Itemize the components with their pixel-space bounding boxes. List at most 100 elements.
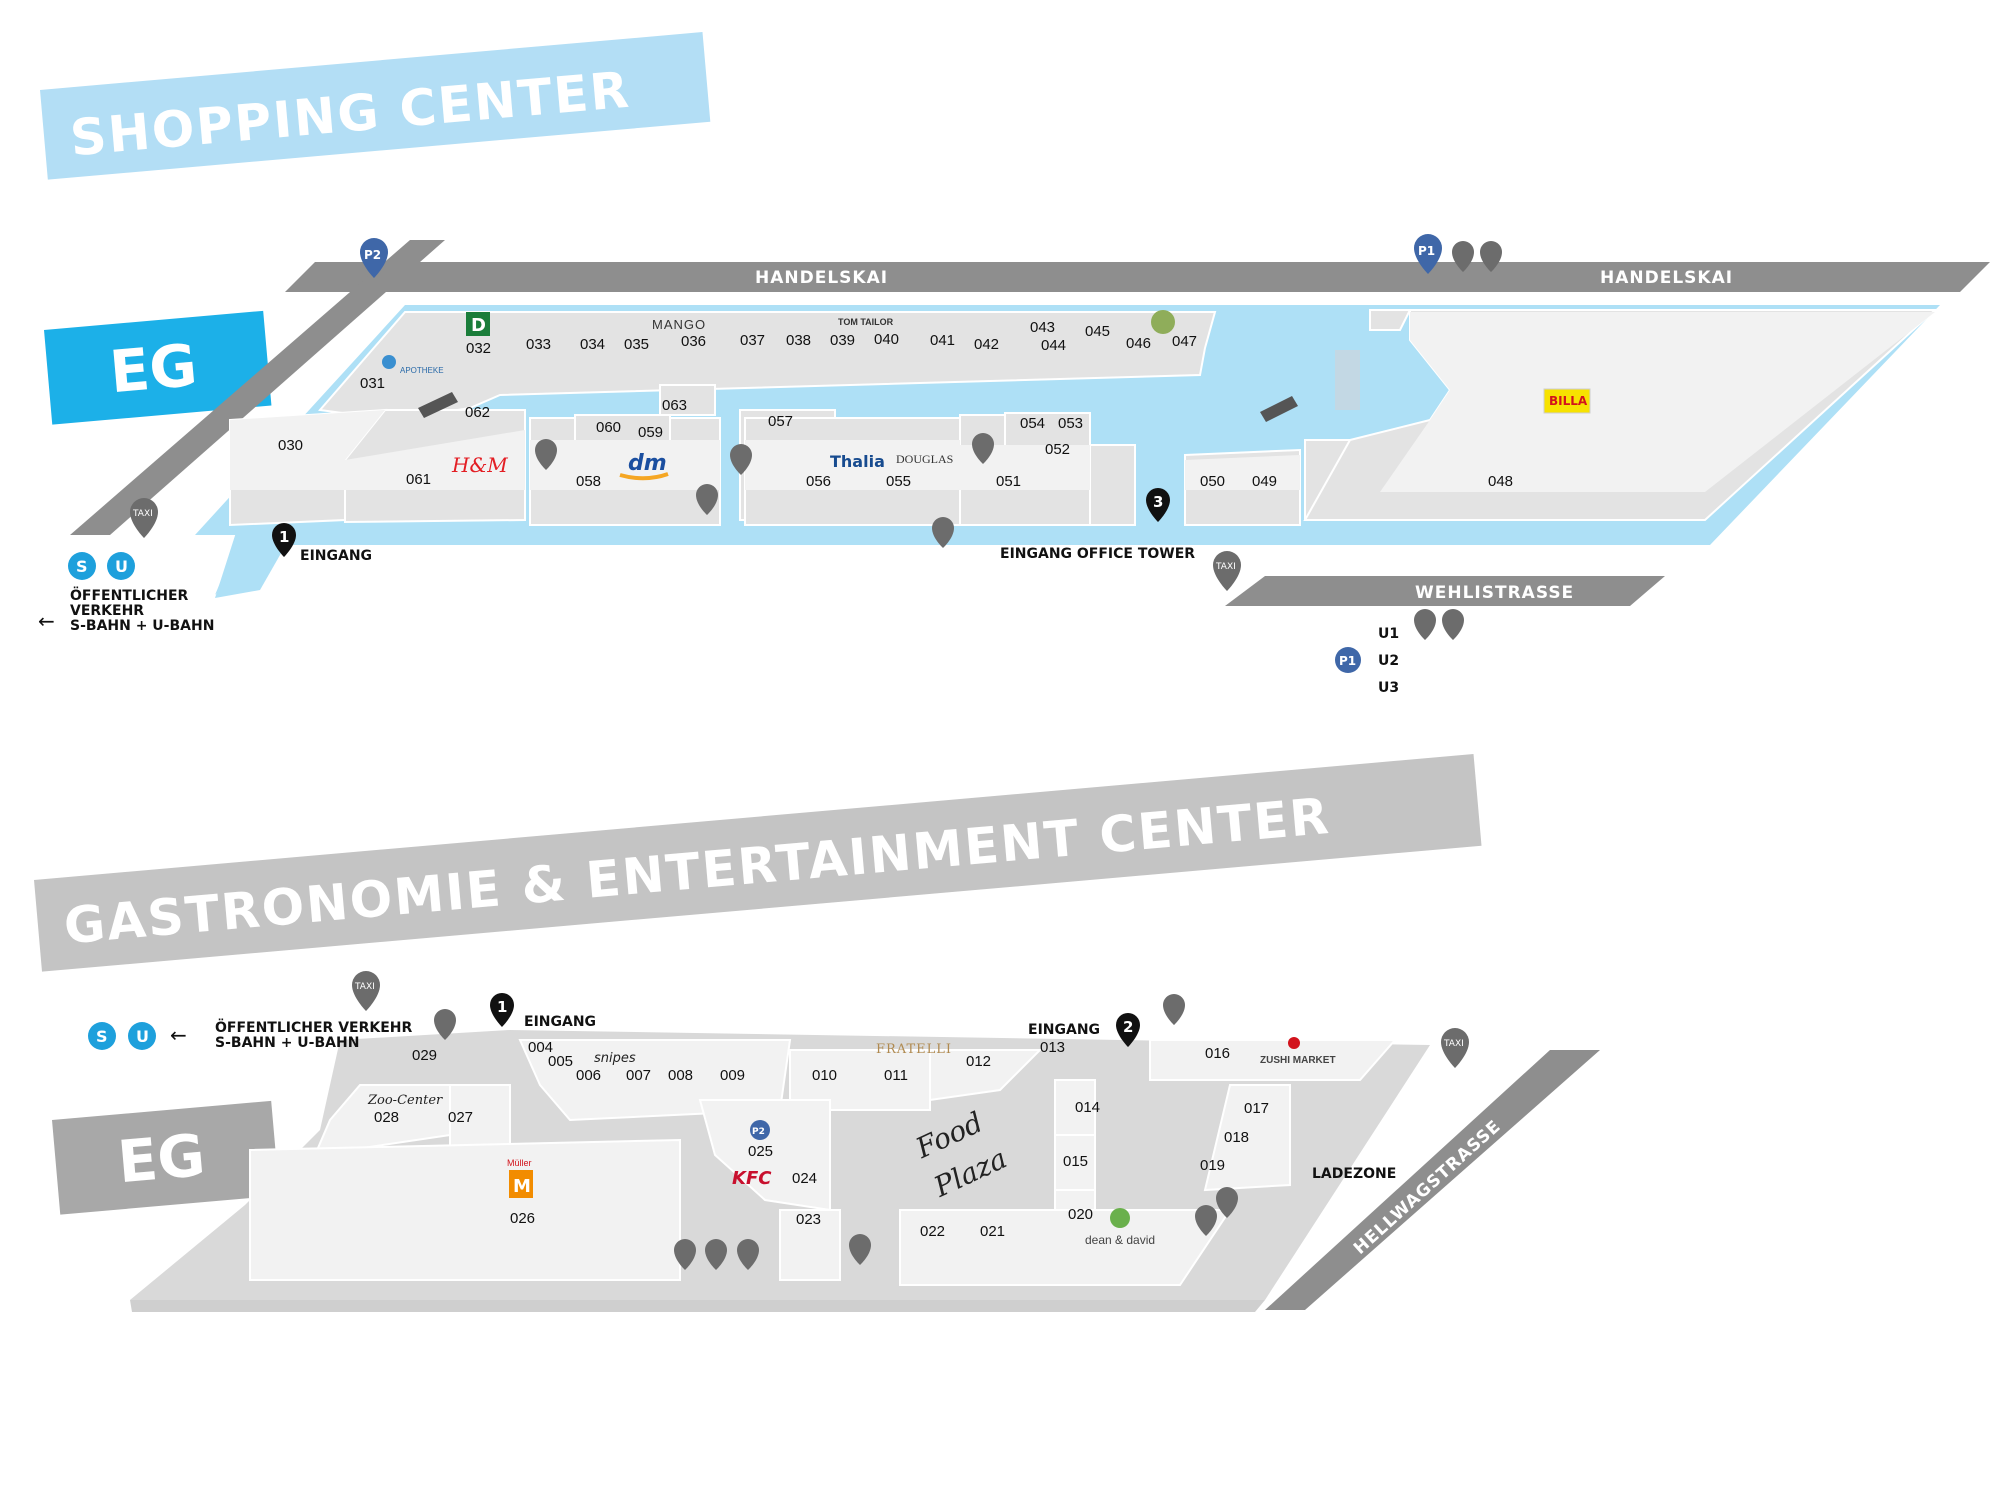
gastro-parking-p2[interactable]: P2 xyxy=(750,1120,770,1140)
shop-052: 052 xyxy=(1045,441,1070,458)
g-entrance-1-label: EINGANG xyxy=(524,1014,596,1030)
gastro-entrance-1[interactable]: 1 EINGANG xyxy=(490,993,596,1030)
shop-020: 020 xyxy=(1068,1206,1093,1223)
dm-swoosh xyxy=(619,472,669,481)
b-icon xyxy=(932,517,954,548)
zoo-brand: Zoo-Center xyxy=(367,1093,443,1108)
shop-023: 023 xyxy=(796,1211,821,1228)
shop-028: 028 xyxy=(374,1109,399,1126)
shop-021: 021 xyxy=(980,1223,1005,1240)
shop-029: 029 xyxy=(412,1047,437,1064)
handelskai-road xyxy=(285,262,1990,292)
p1-label: P1 xyxy=(1418,244,1435,258)
shopping-parking-p1[interactable]: P1 xyxy=(1414,234,1442,274)
shop-060: 060 xyxy=(596,419,621,436)
shop-017: 017 xyxy=(1244,1100,1269,1117)
shop-059: 059 xyxy=(638,424,663,441)
shop-010: 010 xyxy=(812,1067,837,1084)
shopping-parking-p1-lower[interactable]: P1 xyxy=(1335,647,1361,673)
shopping-entrance-3[interactable]: 3 EINGANG OFFICE TOWER xyxy=(1000,488,1195,562)
muller-logo xyxy=(509,1170,533,1198)
billa-brand: BILLA xyxy=(1549,394,1588,408)
shopping-transit: S U ÖFFENTLICHER VERKEHR S-BAHN + U-BAHN… xyxy=(38,552,214,634)
shop-014: 014 xyxy=(1075,1099,1100,1116)
green-shop-logo xyxy=(1151,310,1175,334)
gastro-entrance-2[interactable]: 2 EINGANG xyxy=(1028,1013,1140,1047)
shop-047: 047 xyxy=(1172,333,1197,350)
parking-level-u3: U3 xyxy=(1378,680,1399,696)
charging-icon xyxy=(1442,609,1464,640)
shopping-entrance-1[interactable]: 1 EINGANG xyxy=(272,523,372,564)
u-bahn-icon xyxy=(107,552,135,580)
parking-level-u2: U2 xyxy=(1378,653,1399,669)
shop-057: 057 xyxy=(768,413,793,430)
shop-040: 040 xyxy=(874,331,899,348)
douglas-brand: DOUGLAS xyxy=(896,452,953,466)
shop-008: 008 xyxy=(668,1067,693,1084)
shopping-shop-numbers: 030 031 032 033 034 035 036 037 038 039 … xyxy=(278,319,1513,490)
shop-039: 039 xyxy=(830,332,855,349)
s-bahn-icon xyxy=(68,552,96,580)
shop-018: 018 xyxy=(1224,1129,1249,1146)
g-p2-label: P2 xyxy=(752,1127,765,1137)
zushi-logo xyxy=(1288,1037,1300,1049)
g-toilet-icon-1 xyxy=(674,1239,696,1270)
entrance-1-number: 1 xyxy=(279,528,289,546)
shopping-taxi-left[interactable]: TAXI xyxy=(130,498,158,538)
apotheke-brand: APOTHEKE xyxy=(400,366,444,375)
shop-031: 031 xyxy=(360,375,385,392)
shop-055: 055 xyxy=(886,473,911,490)
escalator-icon-left xyxy=(418,392,458,418)
g-s-bahn-icon xyxy=(88,1022,116,1050)
shop-012: 012 xyxy=(966,1053,991,1070)
shopping-parking-p2[interactable]: P2 xyxy=(360,238,388,278)
shop-026: 026 xyxy=(510,1210,535,1227)
snipes-brand: snipes xyxy=(594,1051,636,1066)
shop-035: 035 xyxy=(624,336,649,353)
shop-004: 004 xyxy=(528,1039,553,1056)
mango-brand: MANGO xyxy=(652,317,706,332)
g-transit-arrow: ← xyxy=(170,1023,187,1047)
car-icon xyxy=(1414,609,1436,640)
tomtailor-brand: TOM TAILOR xyxy=(838,317,894,327)
g-u-bahn-letter: U xyxy=(136,1027,149,1046)
shop-006: 006 xyxy=(576,1067,601,1084)
gastro-taxi-right[interactable]: TAXI xyxy=(1441,1028,1469,1068)
zushi-brand: ZUSHI MARKET xyxy=(1260,1055,1336,1066)
shop-058: 058 xyxy=(576,473,601,490)
fratelli-brand: FRATELLI xyxy=(876,1042,952,1057)
shop-050: 050 xyxy=(1200,473,1225,490)
person-icon xyxy=(535,439,557,470)
shopping-taxi-right[interactable]: TAXI xyxy=(1213,551,1241,591)
g-entrance-2-number: 2 xyxy=(1123,1018,1133,1036)
shop-011: 011 xyxy=(884,1067,908,1084)
muller-letter: M xyxy=(513,1176,531,1197)
shop-005: 005 xyxy=(548,1053,573,1070)
shop-016: 016 xyxy=(1205,1045,1230,1062)
shop-053: 053 xyxy=(1058,415,1083,432)
left-diagonal-road xyxy=(70,240,445,535)
shop-043: 043 xyxy=(1030,319,1055,336)
transit-line-2: VERKEHR xyxy=(70,603,144,619)
shop-045: 045 xyxy=(1085,323,1110,340)
gastro-taxi-left[interactable]: TAXI xyxy=(352,971,380,1011)
shop-056: 056 xyxy=(806,473,831,490)
dean-logo xyxy=(1110,1208,1130,1228)
shop-015: 015 xyxy=(1063,1153,1088,1170)
transit-line-3: S-BAHN + U-BAHN xyxy=(70,618,214,634)
shop-049: 049 xyxy=(1252,473,1277,490)
ladezone-label: LADEZONE xyxy=(1312,1166,1396,1182)
shop-025: 025 xyxy=(748,1143,773,1160)
hellwagstrasse-road xyxy=(1265,1050,1600,1310)
g-toilet-icon-2 xyxy=(705,1239,727,1270)
shop-033: 033 xyxy=(526,336,551,353)
car-top-icon xyxy=(1452,241,1474,272)
shopping-roof-highlights xyxy=(230,312,1935,492)
muller-brand: Müller xyxy=(507,1158,532,1168)
gastro-transit: S U ← ÖFFENTLICHER VERKEHR S-BAHN + U-BA… xyxy=(88,1018,413,1051)
shop-042: 042 xyxy=(974,336,999,353)
g-entrance-2-label: EINGANG xyxy=(1028,1022,1100,1038)
hm-brand: H&M xyxy=(451,453,508,477)
gastro-buildings xyxy=(249,1039,1398,1286)
